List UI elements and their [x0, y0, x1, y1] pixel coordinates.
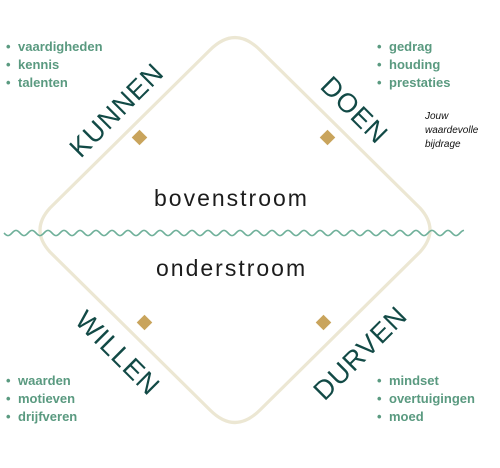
list-kunnen: •vaardigheden •kennis •talenten: [6, 38, 103, 92]
list-durven: •mindset •overtuigingen •moed: [377, 372, 475, 426]
list-willen: •waarden •motieven •drijfveren: [6, 372, 77, 426]
list-item: •talenten: [6, 75, 68, 90]
list-item: •drijfveren: [6, 409, 78, 424]
list-item: •houding: [377, 57, 441, 72]
list-doen: •gedrag •houding •prestaties: [377, 38, 450, 92]
list-item: •mindset: [377, 373, 439, 388]
note-jouw-waardevolle-bijdrage: Jouw waardevolle bijdrage: [425, 111, 479, 150]
label-bovenstroom: bovenstroom: [154, 185, 309, 211]
gold-marker-top-left: [131, 129, 148, 146]
list-item: •vaardigheden: [6, 39, 103, 54]
gold-marker-bottom-right: [315, 314, 332, 331]
label-onderstroom: onderstroom: [156, 255, 308, 281]
list-item: •waarden: [6, 373, 71, 388]
list-item: •motieven: [6, 391, 76, 406]
waterline-wave: [3, 229, 465, 237]
list-item: •kennis: [6, 57, 60, 72]
gold-marker-bottom-left: [136, 314, 153, 331]
list-item: •prestaties: [377, 75, 451, 90]
diamond-outline: [38, 35, 432, 425]
list-item: •overtuigingen: [377, 391, 475, 406]
gold-marker-top-right: [319, 129, 336, 146]
list-item: •moed: [377, 409, 424, 424]
list-item: •gedrag: [377, 39, 433, 54]
